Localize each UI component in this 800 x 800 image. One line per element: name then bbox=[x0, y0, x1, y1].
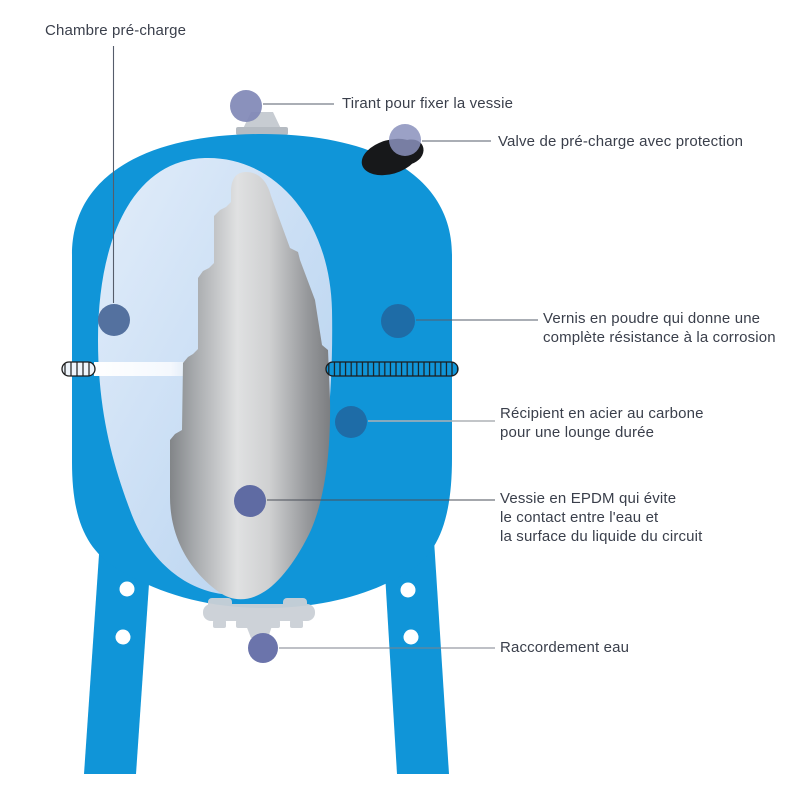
marker-vernis bbox=[381, 304, 415, 338]
weld-seam-left-coil bbox=[61, 361, 96, 377]
tie-rod-base-plate bbox=[236, 127, 288, 135]
leg-bolt-hole bbox=[403, 629, 419, 645]
label-raccordement-eau: Raccordement eau bbox=[500, 638, 629, 657]
marker-vessie bbox=[234, 485, 266, 517]
weld-seam-right-coil bbox=[325, 361, 459, 377]
epdm-bladder bbox=[170, 172, 331, 600]
marker-tirant bbox=[230, 90, 262, 122]
label-chambre-precharge: Chambre pré-charge bbox=[45, 21, 186, 40]
label-text-line: Récipient en acier au carbone bbox=[500, 405, 704, 422]
label-text-line: la surface du liquide du circuit bbox=[500, 528, 703, 545]
label-text: Chambre pré-charge bbox=[45, 22, 187, 39]
label-valve-precharge: Valve de pré-charge avec protection bbox=[498, 132, 743, 151]
leg-bolt-hole bbox=[400, 582, 416, 598]
label-text-line: le contact entre l'eau et bbox=[500, 509, 659, 526]
marker-chambre bbox=[98, 304, 130, 336]
marker-recipient bbox=[335, 406, 367, 438]
marker-valve bbox=[389, 124, 421, 156]
label-recipient-acier: Récipient en acier au carbone pour une l… bbox=[500, 404, 704, 442]
marker-dots bbox=[98, 90, 421, 663]
water-connection-flange bbox=[203, 598, 315, 638]
weld-seam-band bbox=[94, 362, 196, 376]
label-text: Tirant pour fixer la vessie bbox=[342, 95, 514, 112]
label-text-line: Vessie en EPDM qui évite bbox=[500, 490, 677, 507]
label-vernis-poudre: Vernis en poudre qui donne une complète … bbox=[543, 309, 776, 347]
label-tirant: Tirant pour fixer la vessie bbox=[342, 94, 513, 113]
leg-bolt-hole bbox=[115, 629, 131, 645]
leg-bolt-hole bbox=[119, 581, 135, 597]
label-vessie-epdm: Vessie en EPDM qui évite le contact entr… bbox=[500, 489, 702, 546]
marker-raccordement bbox=[248, 633, 278, 663]
label-text-line: pour une lounge durée bbox=[500, 424, 655, 441]
label-text-line: complète résistance à la corrosion bbox=[543, 329, 776, 346]
label-text: Raccordement eau bbox=[500, 639, 630, 656]
tank-leg-left bbox=[84, 540, 152, 774]
label-text-line: Vernis en poudre qui donne une bbox=[543, 310, 761, 327]
tank-leg-right bbox=[383, 540, 449, 774]
label-text: Valve de pré-charge avec protection bbox=[498, 133, 744, 150]
leader-lines bbox=[112, 46, 538, 649]
